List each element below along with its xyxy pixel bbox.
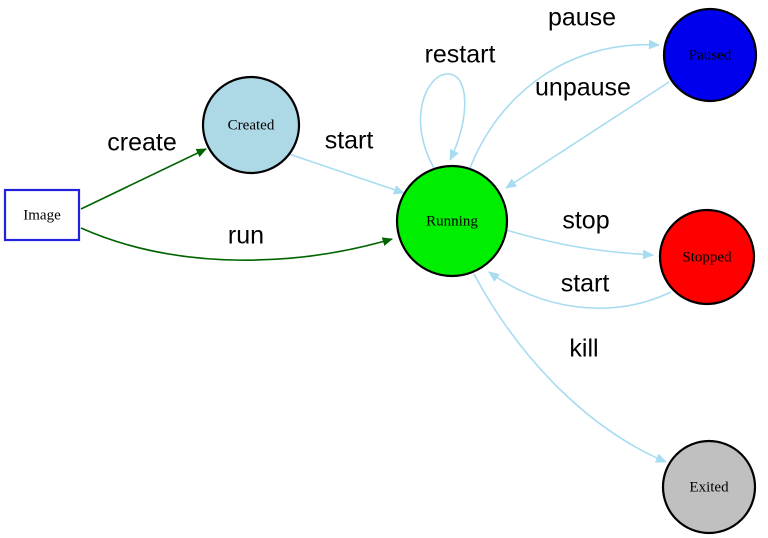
edge-create-path — [80, 148, 207, 210]
edge-restart-label: restart — [425, 41, 496, 69]
edge-start-stopped-path — [488, 271, 672, 309]
edge-run-label: run — [228, 222, 264, 250]
edge-pause-label: pause — [548, 4, 616, 32]
edge-kill-path — [473, 273, 668, 463]
node-running-shape — [395, 164, 509, 278]
edge-start-stopped[interactable]: start — [488, 270, 672, 309]
edge-pause[interactable]: pause — [469, 4, 661, 169]
node-image[interactable]: Image — [3, 188, 81, 242]
node-paused-shape — [662, 7, 758, 103]
edge-run-path — [80, 227, 393, 261]
edge-restart[interactable]: restart — [419, 41, 496, 171]
edge-start-created-label: start — [325, 127, 374, 155]
edge-start-stopped-label: start — [561, 270, 610, 298]
edge-create-label: create — [107, 129, 176, 157]
edge-restart-path — [419, 73, 466, 171]
node-paused[interactable]: Paused — [662, 7, 758, 103]
node-stopped[interactable]: Stopped — [658, 208, 756, 306]
edge-unpause-path — [505, 81, 670, 189]
edge-kill-label: kill — [569, 335, 598, 363]
node-stopped-shape — [658, 208, 756, 306]
edge-unpause[interactable]: unpause — [505, 74, 670, 189]
node-running[interactable]: Running — [395, 164, 509, 278]
edge-run[interactable]: run — [80, 222, 393, 261]
edge-create[interactable]: create — [80, 129, 207, 210]
node-created-shape — [201, 75, 301, 175]
edge-stop-path — [505, 229, 655, 260]
node-exited[interactable]: Exited — [661, 439, 757, 535]
edge-stop-label: stop — [562, 207, 609, 235]
edge-kill[interactable]: kill — [473, 273, 668, 463]
node-exited-shape — [661, 439, 757, 535]
edge-stop[interactable]: stop — [505, 207, 655, 260]
node-created[interactable]: Created — [201, 75, 301, 175]
node-image-label: Image — [23, 207, 61, 223]
edge-start-created[interactable]: start — [288, 127, 406, 195]
edge-pause-path — [469, 39, 661, 169]
node-image-shape — [3, 188, 81, 242]
edge-unpause-label: unpause — [535, 74, 631, 102]
edge-start-created-path — [288, 153, 406, 195]
